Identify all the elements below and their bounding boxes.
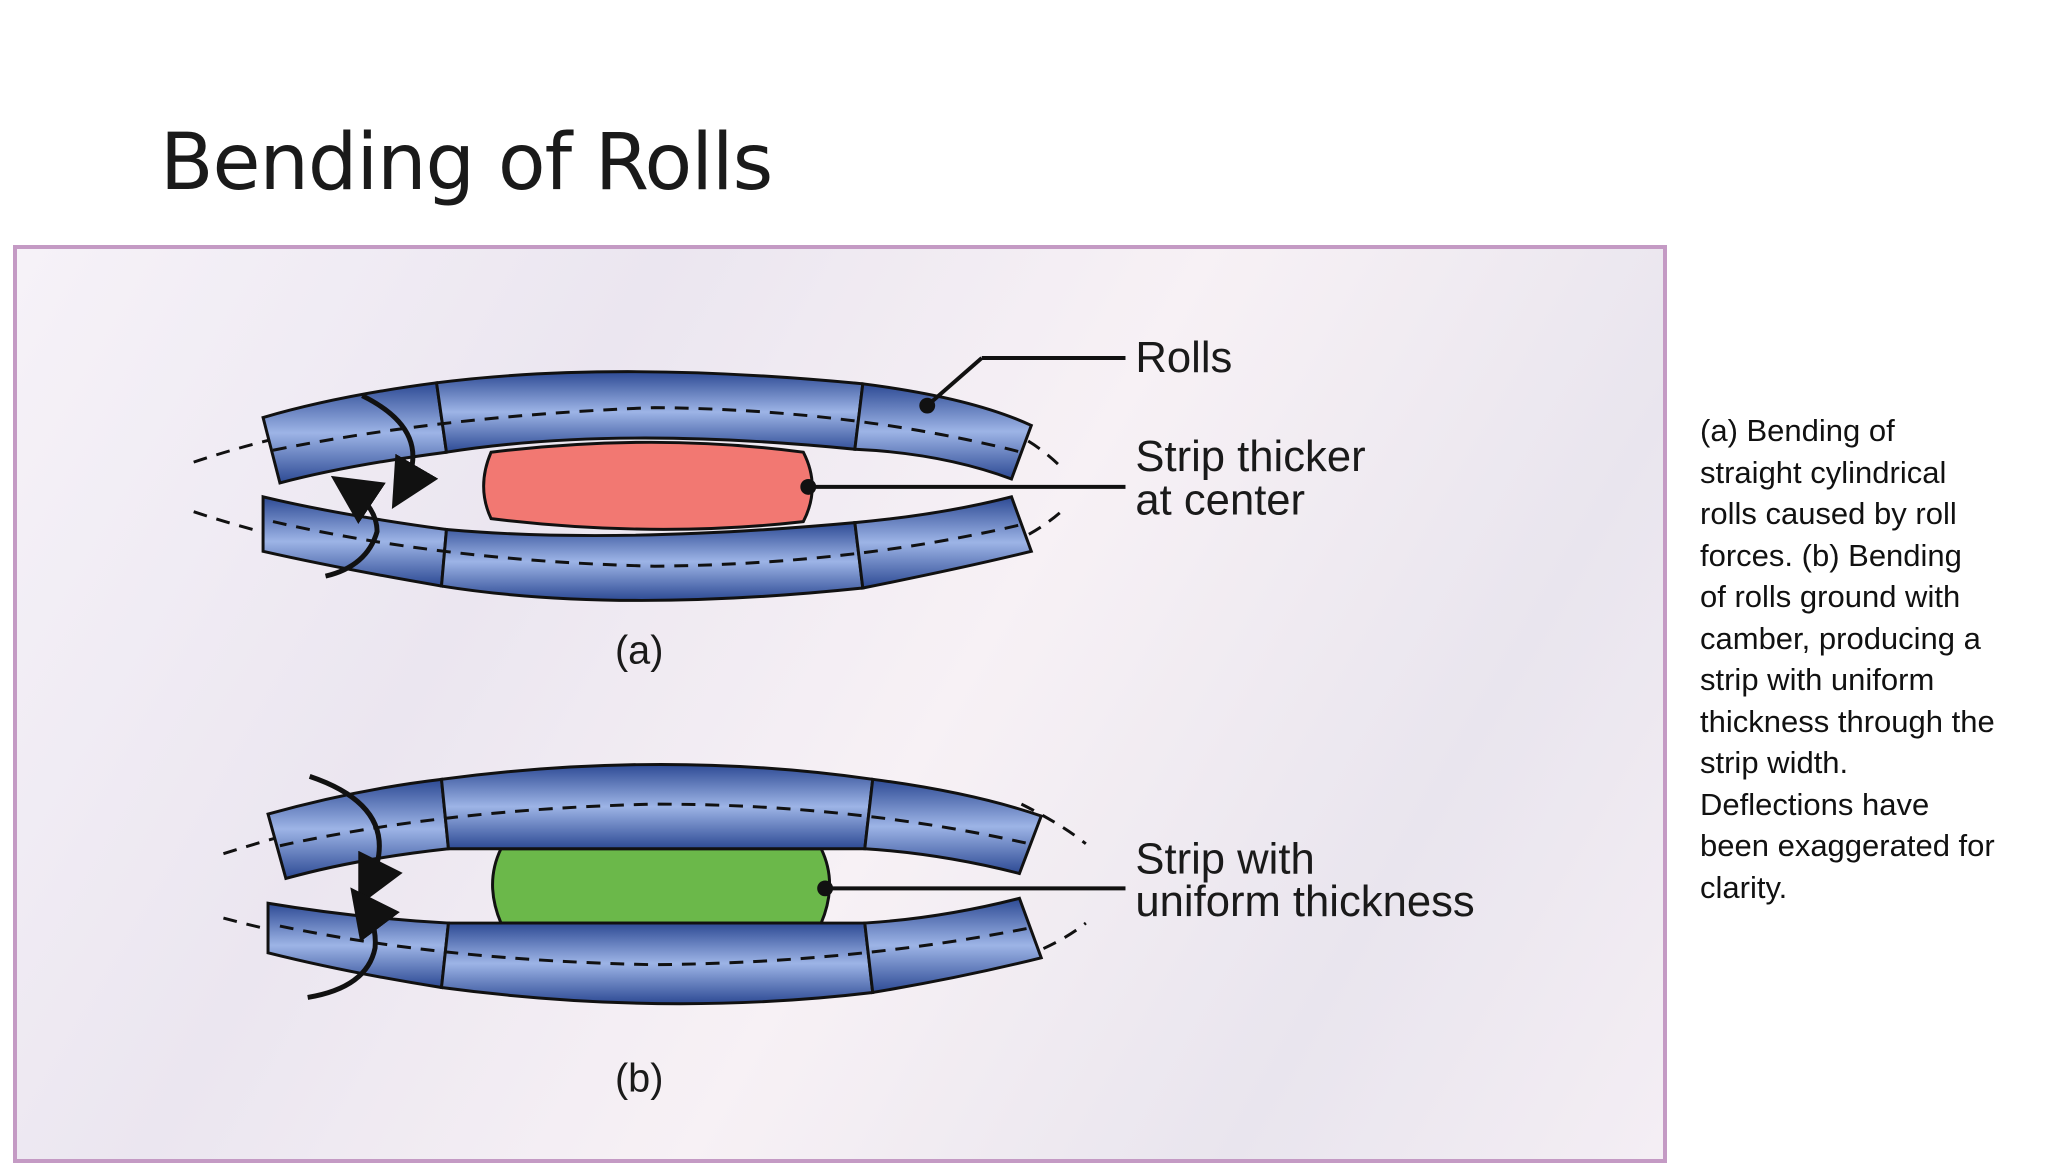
diagram-a [193,356,1126,602]
diagram-b [222,763,1126,1006]
centerline-b-top-right [1020,802,1087,845]
bend-arrow-a-bottom [324,475,386,579]
rolls-leader-line [925,356,984,408]
top-roll-b [266,763,1044,881]
strip-b [491,847,831,925]
bottom-roll-b [266,896,1044,1006]
slide-title: Bending of Rolls [160,118,773,208]
label-rolls: Rolls [1135,334,1232,382]
label-strip-a-line2: at center [1135,477,1305,525]
roll-bending-diagram: Rolls Strip thicker at center (a) [193,334,1475,1101]
label-strip-b-line2: uniform thickness [1135,878,1474,926]
top-roll-a [261,370,1034,485]
bend-arrow-a-top [361,393,439,509]
bend-arrow-b-top [308,774,403,907]
label-sub-b: (b) [615,1057,663,1101]
figure-frame: Rolls Strip thicker at center (a) [13,245,1667,1163]
bottom-roll-a [261,494,1034,602]
figure-caption: (a) Bending of straight cylindrical roll… [1700,413,1995,905]
bend-arrow-b-bottom [307,887,400,1000]
label-sub-a: (a) [615,628,663,672]
label-strip-a-line1: Strip thicker [1135,433,1365,481]
strip-a [482,440,814,531]
label-strip-b-line1: Strip with [1135,836,1314,884]
